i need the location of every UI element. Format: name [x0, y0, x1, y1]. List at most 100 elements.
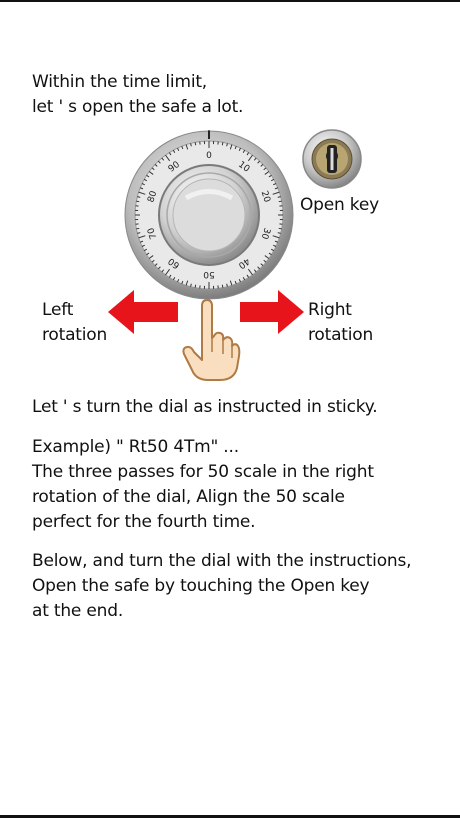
dial-tick	[277, 232, 281, 234]
dial-tick	[242, 276, 246, 281]
dial-tick	[137, 232, 141, 234]
dial-tick	[260, 263, 264, 267]
example-line-3: rotation of the dial, Align the 50 scale	[32, 487, 345, 507]
dial-tick	[177, 279, 180, 283]
dial-tick	[190, 283, 192, 287]
dial-tick	[229, 280, 233, 286]
dial-tick	[185, 144, 189, 150]
dial-scale-label: 0	[206, 151, 212, 161]
dial-tick	[272, 191, 280, 195]
top-border	[0, 0, 460, 2]
dial-tick	[278, 227, 282, 230]
example-instruction: Example) " Rt50 4Tm" ...The three passes…	[32, 435, 374, 535]
dial-tick	[151, 259, 155, 263]
dial-tick	[226, 283, 228, 287]
intro-line-1: Within the time limit,	[32, 72, 208, 92]
open-key-label: Open key	[300, 195, 379, 215]
dial-tick	[257, 266, 261, 270]
dial-scale-label: 80	[146, 190, 159, 204]
dial-tick	[270, 178, 275, 182]
example-line-1: Example) " Rt50 4Tm" ...	[32, 437, 239, 457]
dial-tick	[138, 191, 146, 195]
dial-tick	[194, 284, 197, 288]
key-icon	[302, 129, 362, 189]
dial-tick	[140, 187, 144, 190]
dial-tick	[172, 149, 176, 154]
dial-tick	[168, 152, 172, 156]
dial-tick	[185, 280, 189, 286]
pointing-hand-icon	[182, 299, 241, 381]
dial-scale-label: 50	[203, 269, 215, 279]
dial-tick	[146, 252, 150, 256]
dial-tick	[263, 167, 267, 171]
below-instruction: Below, and turn the dial with the instru…	[32, 549, 412, 624]
turn-instruction: Let ' s turn the dial as instructed in s…	[32, 397, 378, 417]
dial-tick	[246, 274, 250, 278]
dial-tick	[274, 187, 278, 190]
dial-tick	[148, 255, 154, 259]
dial-tick	[141, 183, 145, 186]
left-rotation-line-1: Left	[42, 300, 74, 320]
dial-tick	[277, 196, 281, 198]
dial-tick	[165, 268, 171, 276]
dial-tick	[138, 235, 146, 239]
dial-tick	[136, 227, 140, 230]
dial-tick	[264, 255, 270, 259]
dial-tick	[181, 280, 184, 284]
dial-tick	[257, 160, 261, 164]
below-line-2: Open the safe by touching the Open key	[32, 576, 370, 596]
dial-tick	[221, 142, 224, 146]
dial-tick	[278, 200, 282, 203]
dial-tick	[141, 244, 145, 247]
arrow-right-icon	[240, 290, 304, 334]
dial-tick	[154, 263, 158, 267]
dial-tick	[246, 152, 250, 156]
dial-tick	[157, 266, 161, 270]
dial-tick	[137, 196, 141, 198]
dial-tick	[143, 178, 148, 182]
dial-tick	[154, 163, 158, 167]
dial-tick	[172, 276, 176, 281]
bottom-border	[0, 815, 460, 818]
dial-tick	[146, 174, 150, 178]
arrow-left-icon	[108, 290, 178, 334]
dial-tick	[221, 284, 224, 288]
dial-tick	[268, 174, 272, 178]
right-rotation-line-2: rotation	[308, 325, 374, 345]
dial-tick	[168, 274, 172, 278]
dial-scale-label: 20	[259, 190, 272, 204]
dial-tick	[263, 259, 267, 263]
dial-tick	[268, 252, 272, 256]
dial-tick	[165, 154, 171, 162]
open-key-button[interactable]	[301, 128, 363, 190]
dial-tick	[151, 167, 155, 171]
dial-tick	[273, 183, 277, 186]
dial-tick	[177, 147, 180, 151]
dial-tick	[264, 171, 270, 175]
dial-tick	[260, 163, 264, 167]
dial-tick	[247, 268, 253, 276]
dial-tick	[181, 146, 184, 150]
dial-tick	[253, 157, 257, 161]
intro-text: Within the time limit,let ' s open the s…	[32, 70, 243, 120]
example-line-4: perfect for the fourth time.	[32, 512, 256, 532]
dial-tick	[242, 149, 246, 154]
dial-tick	[226, 143, 228, 147]
dial-tick	[157, 160, 161, 164]
dial-tick	[253, 269, 257, 273]
dial-tick	[238, 279, 241, 283]
dial-tick	[136, 200, 140, 203]
dial-tick	[148, 171, 154, 175]
below-line-1: Below, and turn the dial with the instru…	[32, 551, 412, 571]
dial-tick	[238, 147, 241, 151]
dial-tick	[272, 235, 280, 239]
dial-tick	[161, 157, 165, 161]
dial-tick	[273, 244, 277, 247]
dial-tick	[140, 240, 144, 243]
dial-tick	[234, 280, 237, 284]
dial-scale-label: 30	[259, 226, 272, 240]
dial-tick	[247, 154, 253, 162]
dial-tick	[234, 146, 237, 150]
below-line-3: at the end.	[32, 601, 124, 621]
